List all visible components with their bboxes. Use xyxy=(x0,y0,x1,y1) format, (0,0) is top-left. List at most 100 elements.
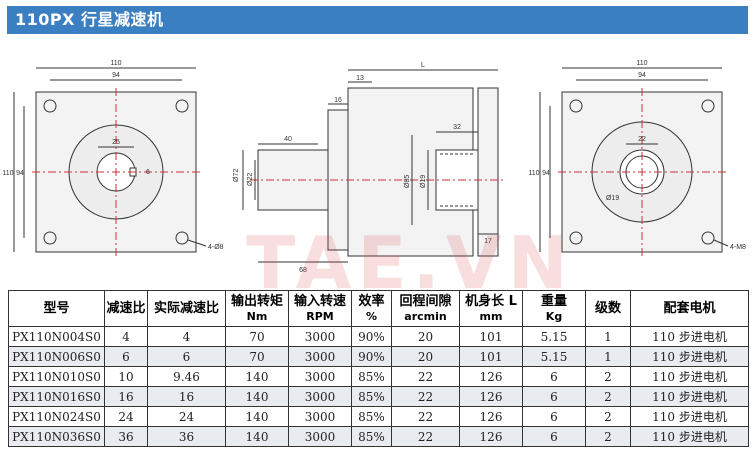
table-cell: 126 xyxy=(459,386,523,407)
column-header-label: 级数 xyxy=(594,301,621,316)
rear-height-label: 110 xyxy=(528,170,539,177)
column-header-label: 输入转速 xyxy=(293,293,346,309)
column-header-label: 减速比 xyxy=(106,301,146,316)
column-header: 减速比 xyxy=(104,290,148,327)
side-d72-label: Ø72 xyxy=(233,169,240,182)
table-cell: 3000 xyxy=(288,326,352,347)
table-cell: 101 xyxy=(459,326,523,347)
table-cell: 22 xyxy=(391,426,460,447)
side-16-label: 16 xyxy=(334,97,342,104)
column-header: 型号 xyxy=(8,290,105,327)
table-cell: 24 xyxy=(147,406,226,427)
rear-bolt-circle-label: 94 xyxy=(638,72,646,79)
table-cell: 10 xyxy=(104,366,148,387)
table-cell: 2 xyxy=(585,426,631,447)
table-cell: 24 xyxy=(104,406,148,427)
side-d85-label: Ø85 xyxy=(404,175,411,188)
table-cell: 140 xyxy=(225,366,289,387)
table-cell: 126 xyxy=(459,426,523,447)
table-cell: 6 xyxy=(522,406,586,427)
table-cell: 85% xyxy=(351,386,392,407)
table-cell: 85% xyxy=(351,406,392,427)
front-view-drawing xyxy=(13,67,207,256)
table-cell: PX110N024S0 xyxy=(8,406,105,427)
front-hub-label: 25 xyxy=(112,139,120,146)
table-cell: 1 xyxy=(585,346,631,367)
table-cell: 126 xyxy=(459,366,523,387)
table-cell: 3000 xyxy=(288,346,352,367)
table-cell: 2 xyxy=(585,406,631,427)
table-cell: 3000 xyxy=(288,386,352,407)
technical-drawings: 110 94 110 94 25 6 4-Ø8 L 13 16 40 32 68… xyxy=(2,60,746,274)
table-cell: 22 xyxy=(391,406,460,427)
front-height-label: 110 xyxy=(2,170,13,177)
table-cell: 110 步进电机 xyxy=(630,406,749,427)
column-header-unit: Nm xyxy=(246,309,268,323)
side-d19-label: Ø19 xyxy=(420,175,427,188)
table-cell: 110 步进电机 xyxy=(630,366,749,387)
table-cell: 4 xyxy=(104,326,148,347)
rear-width-label: 110 xyxy=(636,60,647,67)
rear-holes-label: 4-M8 xyxy=(730,244,746,251)
table-cell: 2 xyxy=(585,366,631,387)
column-header-label: 配套电机 xyxy=(663,301,716,316)
table-cell: 6 xyxy=(147,346,226,367)
side-d22-label: Ø22 xyxy=(247,173,254,186)
table-cell: 16 xyxy=(104,386,148,407)
column-header-unit: Kg xyxy=(545,309,563,323)
table-cell: 140 xyxy=(225,386,289,407)
front-bolt-circle-label: 94 xyxy=(112,72,120,79)
table-cell: 4 xyxy=(147,326,226,347)
table-cell: PX110N004S0 xyxy=(8,326,105,347)
table-cell: 1 xyxy=(585,326,631,347)
table-cell: 3000 xyxy=(288,406,352,427)
column-header: 配套电机 xyxy=(630,290,749,327)
table-cell: 85% xyxy=(351,426,392,447)
table-cell: 126 xyxy=(459,406,523,427)
table-cell: 110 步进电机 xyxy=(630,326,749,347)
table-cell: 22 xyxy=(391,386,460,407)
column-header: 级数 xyxy=(585,290,631,327)
table-cell: 6 xyxy=(522,386,586,407)
table-cell: PX110N036S0 xyxy=(8,426,105,447)
table-cell: 140 xyxy=(225,406,289,427)
table-cell: 70 xyxy=(225,326,289,347)
side-32-label: 32 xyxy=(453,124,461,131)
table-cell: 90% xyxy=(351,326,392,347)
side-40-label: 40 xyxy=(284,136,292,143)
rear-shaft-label: Ø19 xyxy=(606,195,619,202)
table-cell: 5.15 xyxy=(522,326,586,347)
table-cell: 6 xyxy=(522,366,586,387)
front-width-label: 110 xyxy=(110,60,121,67)
table-cell: PX110N016S0 xyxy=(8,386,105,407)
front-holes-label: 4-Ø8 xyxy=(208,244,224,251)
side-13-label: 13 xyxy=(356,75,364,82)
column-header-label: 型号 xyxy=(43,301,70,316)
column-header: 效率% xyxy=(351,290,392,327)
column-header-unit: % xyxy=(365,309,378,323)
table-cell: PX110N006S0 xyxy=(8,346,105,367)
table-cell: 16 xyxy=(147,386,226,407)
column-header-label: 输出转矩 xyxy=(230,293,283,309)
side-length-label: L xyxy=(421,62,425,69)
column-header-unit: mm xyxy=(479,309,503,323)
table-cell: 36 xyxy=(147,426,226,447)
front-key-label: 6 xyxy=(146,169,150,176)
rear-view-drawing xyxy=(539,67,729,256)
table-cell: 9.46 xyxy=(147,366,226,387)
table-cell: 3000 xyxy=(288,426,352,447)
column-header-label: 实际减速比 xyxy=(153,301,219,316)
table-cell: 70 xyxy=(225,346,289,367)
table-cell: 6 xyxy=(104,346,148,367)
table-cell: 85% xyxy=(351,366,392,387)
side-view-drawing xyxy=(242,69,505,263)
